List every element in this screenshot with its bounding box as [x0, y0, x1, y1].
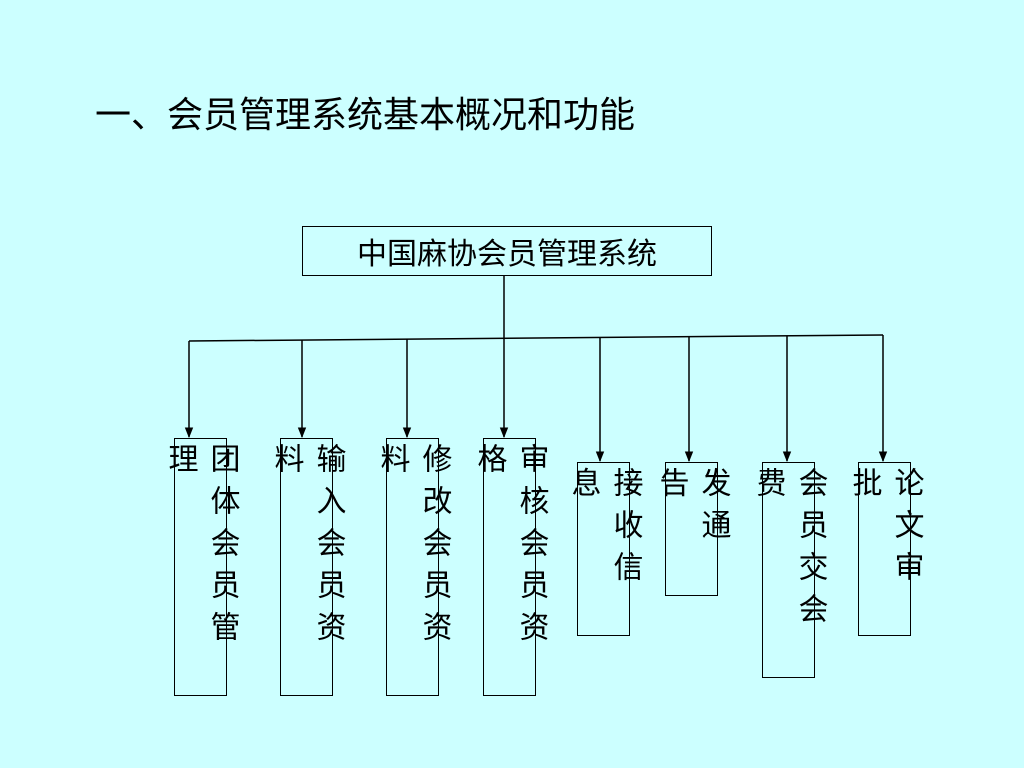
node-label: 接收信息 [565, 467, 643, 593]
node-paper-approval: 论文审批 [847, 462, 924, 636]
node-modify-member-data: 修改会员资料 [375, 438, 452, 696]
node-label: 审核会员资格 [471, 443, 549, 653]
node-receive-information: 接收信息 [566, 462, 643, 636]
node-label: 论文审批 [846, 467, 924, 593]
root-node-label: 中国麻协会员管理系统 [357, 237, 657, 272]
root-node: 中国麻协会员管理系统 [302, 226, 712, 276]
node-review-member-qualification: 审核会员资格 [472, 438, 549, 696]
node-label: 会员交会费 [750, 467, 828, 635]
slide-title: 一、会员管理系统基本概况和功能 [95, 95, 636, 136]
node-enter-member-data: 输入会员资料 [269, 438, 346, 696]
node-label: 修改会员资料 [374, 443, 452, 653]
bus-line [188, 334, 884, 342]
node-send-notice: 发通告 [654, 462, 731, 596]
node-member-dues: 会员交会费 [751, 462, 828, 678]
node-label: 输入会员资料 [268, 443, 346, 653]
node-group-member-management: 团体会员管理 [163, 438, 240, 696]
node-label: 发通告 [653, 467, 731, 551]
node-label: 团体会员管理 [162, 443, 240, 653]
